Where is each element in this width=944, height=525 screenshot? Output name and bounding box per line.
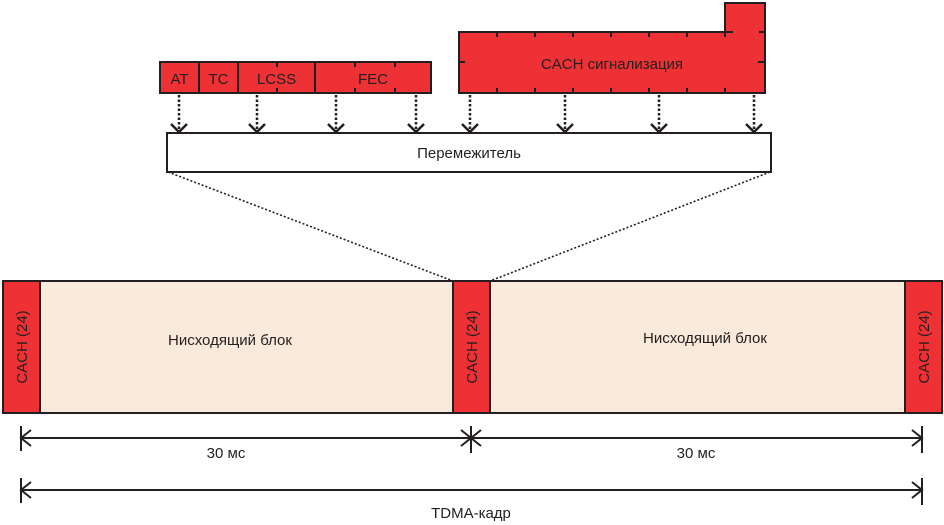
dimension-half-frames [19,426,924,453]
projection-line-right [489,171,771,282]
downlink-block-2-label: Нисходящий блок [643,330,767,347]
field-lcss-label: LCSS [257,71,296,88]
half-frame-left-label: 30 мс [207,445,246,462]
down-arrow-icon [327,95,345,134]
down-arrow-icon [745,95,763,134]
interleaver: Перемежитель [166,132,772,173]
tdma-frame: CACH (24) CACH (24) CACH (24) Нисходящий… [2,280,943,414]
tdma-frame-label: TDMA-кадр [431,505,511,522]
cach-signaling-shape [458,2,766,94]
field-row: AT TC LCSS FEC [159,61,432,94]
interleaver-box [166,132,772,173]
interleaver-arrows [170,95,763,134]
half-frame-right-label: 30 мс [677,445,716,462]
field-row-box [159,61,432,94]
cach-slot-2 [452,280,491,414]
downlink-block-1-label: Нисходящий блок [168,332,292,349]
interleaver-label: Перемежитель [417,145,521,162]
downlink-block-1 [39,280,454,414]
cach-signaling-label: CACH сигнализация [541,56,683,73]
down-arrow-icon [556,95,574,134]
cach-slot-3-label: CACH (24) [916,310,933,383]
down-arrow-icon [650,95,668,134]
downlink-block-2 [489,280,906,414]
down-arrow-icon [248,95,266,134]
cach-slot-3 [904,280,943,414]
down-arrow-icon [170,95,188,134]
field-at-label: AT [170,71,188,88]
field-tc-label: TC [209,71,229,88]
cach-signaling-ticks [459,31,765,93]
projection-line-left [167,171,454,282]
field-fec-label: FEC [358,71,388,88]
cach-slot-2-label: CACH (24) [464,310,481,383]
cach-slot-1-label: CACH (24) [14,310,31,383]
down-arrow-icon [461,95,479,134]
down-arrow-icon [407,95,425,134]
cach-signaling-block: CACH сигнализация [458,2,766,94]
cach-slot-1 [2,280,41,414]
dimension-full-frame [19,478,924,505]
